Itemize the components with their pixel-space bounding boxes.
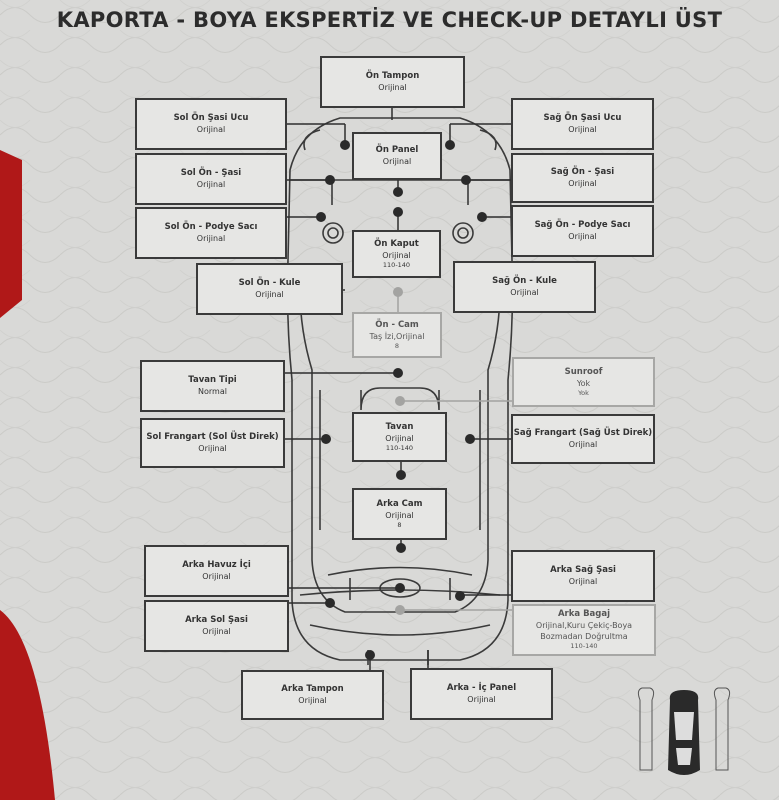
part-box-tavan: Tavan Orijinal 110-140 — [352, 412, 447, 462]
red-edge-top-left — [0, 150, 22, 318]
part-status: Orijinal — [568, 577, 598, 586]
part-name: Tavan Tipi — [188, 375, 237, 385]
part-measurement: Yok — [578, 388, 589, 397]
part-status: Orijinal — [510, 288, 539, 297]
part-box-sag-on-podye: Sağ Ön - Podye Sacı Orijinal — [511, 205, 654, 257]
part-box-on-cam: Ön - Cam Taş İzi,Orijinal 8 — [352, 312, 442, 358]
part-box-on-tampon: Ön Tampon Orijinal — [320, 56, 465, 108]
part-name: Sağ Ön - Podye Sacı — [534, 220, 631, 230]
part-name: Sağ Ön - Kule — [492, 276, 557, 286]
part-name: Arka Sağ Şasi — [550, 565, 616, 575]
part-status: Orijinal — [385, 433, 414, 443]
part-status: Orijinal — [255, 290, 284, 299]
car-top-view-outline — [286, 117, 514, 665]
part-status: Orijinal — [196, 180, 226, 189]
page-title: KAPORTA - BOYA EKSPERTİZ VE CHECK-UP DET… — [56, 8, 723, 32]
connector-dots — [316, 140, 487, 660]
part-box-arka-sol-sasi: Arka Sol Şasi Orijinal — [144, 600, 289, 652]
part-name: Ön Kaput — [374, 238, 419, 249]
part-name: Tavan — [385, 421, 414, 432]
part-name: Sol Ön Şasi Ucu — [173, 113, 249, 123]
part-status: Orijinal — [467, 695, 496, 704]
part-status: Taş İzi,Orijinal — [369, 331, 425, 341]
part-box-arka-havuz: Arka Havuz İçi Orijinal — [144, 545, 289, 597]
part-box-sol-frangart: Sol Frangart (Sol Üst Direk) Orijinal — [140, 418, 285, 468]
part-status: Orijinal,Kuru Çekiç-Boya Bozmadan Doğrul… — [535, 621, 633, 641]
part-name: Sol Ön - Kule — [238, 278, 301, 288]
part-status: Orijinal — [202, 572, 231, 581]
part-status: Orijinal — [385, 510, 414, 520]
part-status: Orijinal — [382, 250, 411, 260]
part-name: Sağ Ön Şasi Ucu — [543, 113, 622, 123]
part-box-sag-on-sasi-ucu: Sağ Ön Şasi Ucu Orijinal — [511, 98, 654, 150]
part-status: Orijinal — [298, 696, 327, 705]
part-box-on-kaput: Ön Kaput Orijinal 110-140 — [352, 230, 441, 278]
part-name: Arka - İç Panel — [446, 683, 517, 693]
part-name: Sağ Frangart (Sağ Üst Direk) — [513, 428, 653, 438]
part-status: Orijinal — [382, 157, 412, 166]
part-name: Sol Ön - Şasi — [180, 168, 242, 178]
car-legend-icon — [637, 687, 731, 771]
part-box-arka-sag-sasi: Arka Sağ Şasi Orijinal — [511, 550, 655, 602]
part-status: Yok — [576, 378, 591, 388]
part-name: Arka Sol Şasi — [185, 615, 248, 625]
part-box-sol-on-kule: Sol Ön - Kule Orijinal — [196, 263, 343, 315]
part-status: Orijinal — [568, 440, 598, 449]
part-name: Ön Panel — [375, 145, 419, 155]
part-name: Ön - Cam — [375, 319, 419, 330]
part-measurement: 8 — [394, 341, 400, 350]
part-name: Sağ Ön - Şasi — [550, 167, 615, 177]
part-name: Sol Frangart (Sol Üst Direk) — [146, 432, 279, 442]
part-status: Orijinal — [196, 125, 226, 134]
red-edge-bottom-left — [0, 610, 55, 800]
part-name: Arka Cam — [376, 498, 423, 509]
part-status: Orijinal — [378, 83, 407, 92]
connector-dots-faded — [393, 287, 405, 615]
part-name: Arka Bagaj — [557, 609, 611, 619]
part-name: Arka Tampon — [281, 684, 344, 694]
part-measurement: 110-140 — [382, 260, 411, 269]
part-box-sol-on-sasi-ucu: Sol Ön Şasi Ucu Orijinal — [135, 98, 287, 150]
part-box-sag-on-kule: Sağ Ön - Kule Orijinal — [453, 261, 596, 313]
part-measurement: 8 — [397, 520, 402, 529]
part-box-arka-bagaj: Arka Bagaj Orijinal,Kuru Çekiç-Boya Bozm… — [512, 604, 656, 656]
part-name: Sol Ön - Podye Sacı — [164, 222, 258, 232]
part-box-sol-on-podye: Sol Ön - Podye Sacı Orijinal — [135, 207, 287, 259]
part-box-on-panel: Ön Panel Orijinal — [352, 132, 442, 180]
part-name: Sunroof — [564, 366, 603, 377]
part-measurement: 110-140 — [385, 443, 414, 452]
part-status: Orijinal — [568, 125, 597, 134]
part-status: Orijinal — [196, 234, 226, 243]
part-measurement: 110-140 — [570, 642, 598, 650]
part-box-sag-frangart: Sağ Frangart (Sağ Üst Direk) Orijinal — [511, 414, 655, 464]
part-name: Arka Havuz İçi — [182, 560, 251, 570]
part-status: Orijinal — [202, 627, 231, 636]
part-name: Ön Tampon — [365, 71, 420, 81]
part-box-arka-tampon: Arka Tampon Orijinal — [241, 670, 384, 720]
part-box-arka-ic-panel: Arka - İç Panel Orijinal — [410, 668, 553, 720]
car-legend-icon-filled — [668, 690, 700, 775]
part-status: Orijinal — [568, 232, 597, 241]
part-box-sag-on-sasi: Sağ Ön - Şasi Orijinal — [511, 153, 654, 203]
part-status: Orijinal — [198, 444, 227, 453]
part-box-arka-cam: Arka Cam Orijinal 8 — [352, 488, 447, 540]
part-status: Normal — [198, 387, 227, 396]
part-box-tavan-tipi: Tavan Tipi Normal — [140, 360, 285, 412]
part-status: Orijinal — [568, 179, 597, 188]
part-box-sunroof: Sunroof Yok Yok — [512, 357, 655, 407]
part-box-sol-on-sasi: Sol Ön - Şasi Orijinal — [135, 153, 287, 205]
